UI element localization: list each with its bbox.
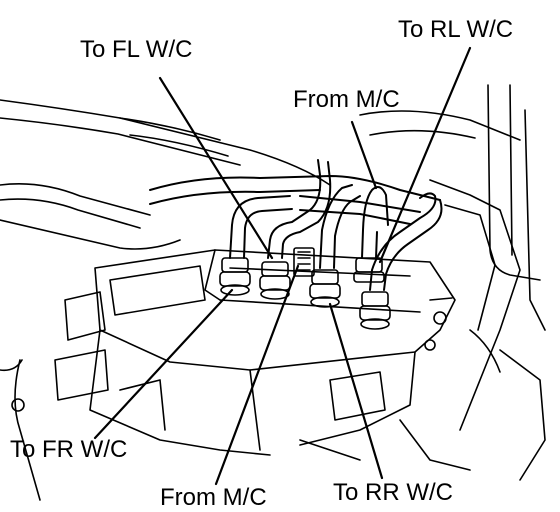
leader-from-mc-top (350, 120, 378, 190)
leader-to-rr (328, 302, 384, 480)
actuator-body (11, 249, 456, 456)
pipe-fittings (219, 247, 391, 330)
leader-to-fr (93, 288, 234, 440)
label-to-fr-wc: To FR W/C (10, 436, 128, 463)
label-to-rr-wc: To RR W/C (333, 479, 453, 506)
label-from-mc-top: From M/C (293, 86, 400, 113)
label-to-rl-wc: To RL W/C (398, 16, 514, 43)
leader-lines (93, 46, 472, 486)
label-to-fl-wc: To FL W/C (80, 36, 193, 63)
leader-to-rl (378, 46, 472, 264)
background-chassis (0, 84, 546, 501)
brake-pipes (149, 159, 443, 291)
leader-from-mc-bottom (214, 264, 300, 486)
leader-to-fl (158, 76, 274, 260)
label-from-mc-bottom: From M/C (160, 484, 267, 511)
